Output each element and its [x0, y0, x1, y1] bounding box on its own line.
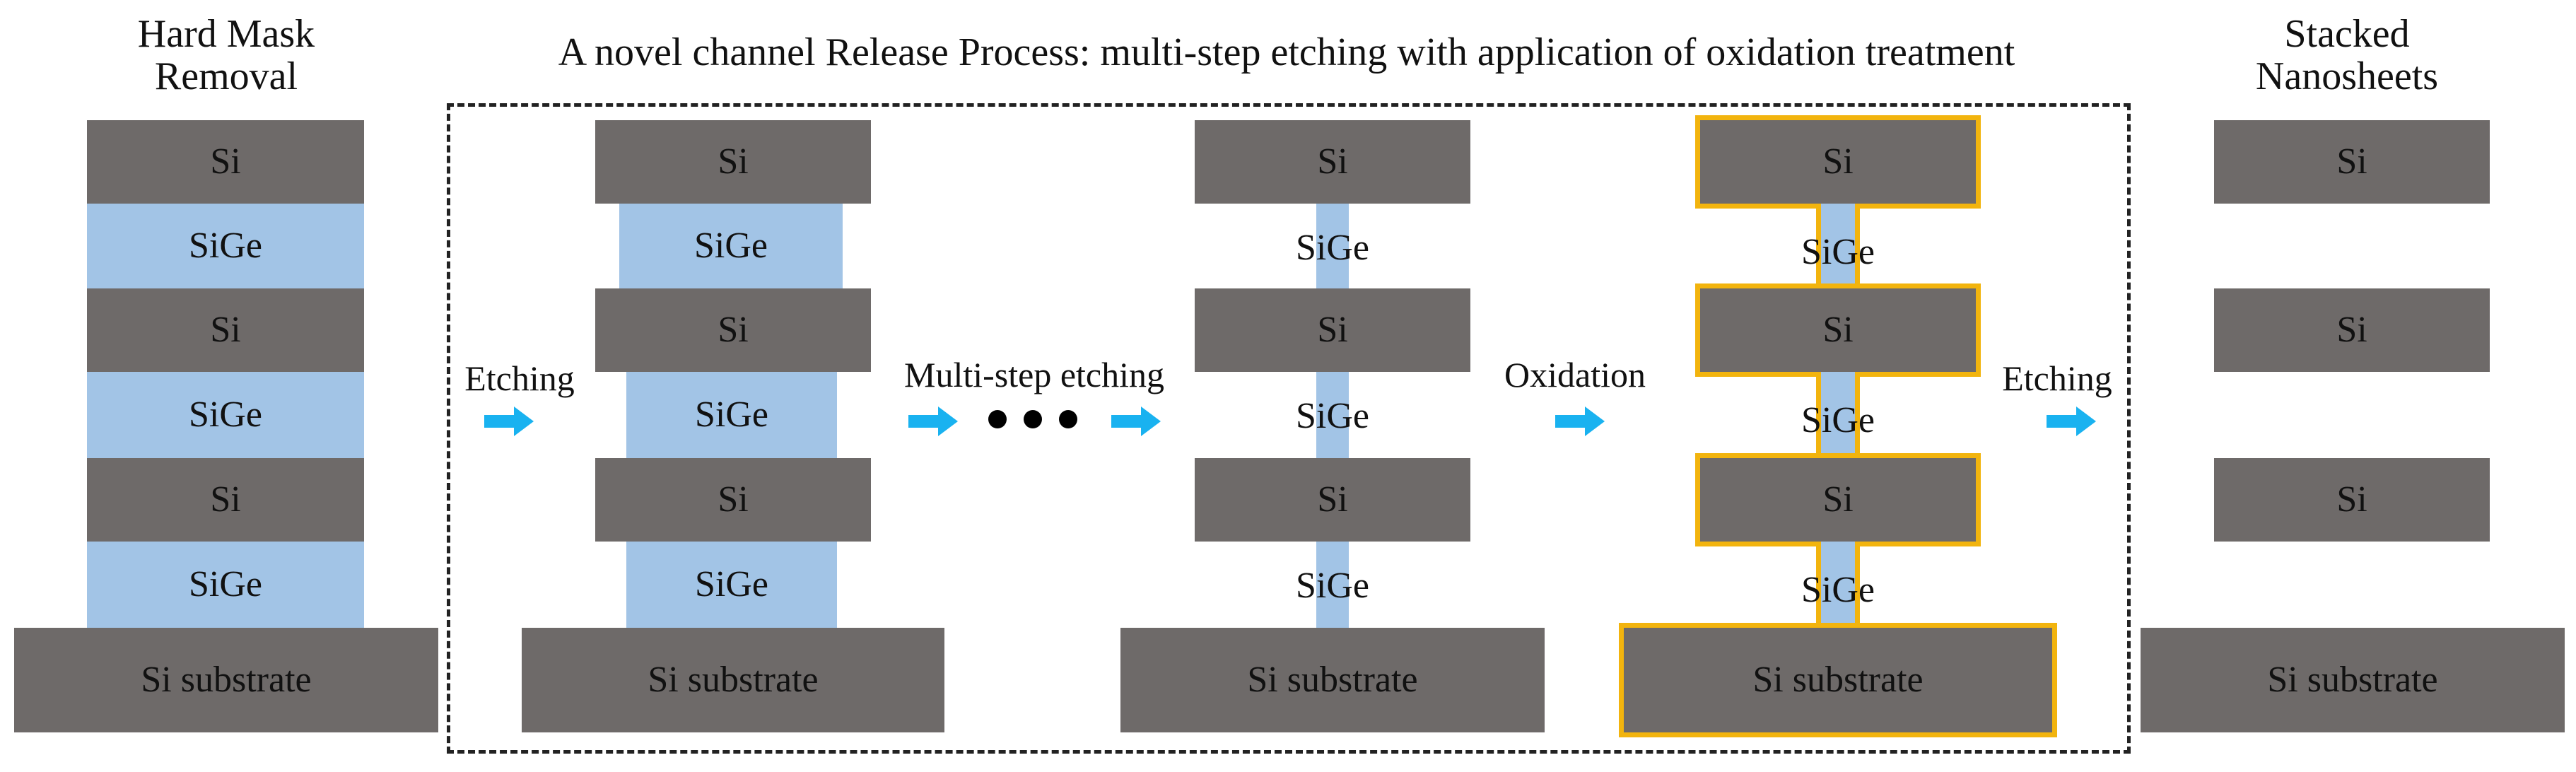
si-substrate: Si substrate [1120, 628, 1545, 732]
arrow-right-icon [1111, 407, 1161, 436]
si-layer-oxidized: Si [1695, 115, 1981, 209]
si-layer: Si [595, 120, 871, 204]
si-layer-oxidized: Si [1695, 283, 1981, 377]
si-layer-oxidized: Si [1695, 453, 1981, 546]
hard-mask-title-line2: Removal [154, 54, 298, 99]
sige-pillar-oxidized [1816, 204, 1860, 293]
sige-layer: SiGe [87, 204, 364, 288]
si-layer: Si [1195, 120, 1470, 204]
sige-label: SiGe [1801, 400, 1875, 440]
ellipsis-dot-icon [1059, 410, 1077, 428]
sige-pillar [1316, 204, 1349, 288]
sige-pillar-oxidized [1816, 542, 1860, 633]
si-nanosheet: Si [2214, 458, 2490, 542]
sige-layer: SiGe [619, 204, 843, 288]
main-process-title: A novel channel Release Process: multi-s… [558, 30, 2015, 74]
hard-mask-title-line1: Hard Mask [137, 12, 315, 56]
si-layer: Si [1195, 288, 1470, 372]
step-label-etching: Etching [464, 358, 575, 398]
ellipsis-dot-icon [1024, 410, 1042, 428]
arrow-right-icon [2047, 407, 2096, 436]
si-layer: Si [87, 458, 364, 542]
stacked-title-line1: Stacked [2284, 12, 2410, 56]
si-substrate: Si substrate [2141, 628, 2565, 732]
si-layer: Si [595, 458, 871, 542]
sige-pillar [1316, 542, 1349, 628]
process-frame [447, 103, 2131, 754]
si-substrate: Si substrate [522, 628, 944, 732]
si-layer: Si [87, 120, 364, 204]
arrow-right-icon [908, 407, 958, 436]
step-label-multistep-etching: Multi-step etching [904, 355, 1164, 394]
sige-label: SiGe [1296, 566, 1369, 606]
step-label-oxidation: Oxidation [1504, 355, 1646, 394]
sige-label: SiGe [1296, 228, 1369, 268]
sige-layer: SiGe [87, 542, 364, 628]
si-nanosheet: Si [2214, 120, 2490, 204]
arrow-right-icon [1555, 407, 1605, 436]
si-layer: Si [87, 288, 364, 372]
sige-layer: SiGe [87, 372, 364, 458]
sige-layer: SiGe [626, 542, 837, 628]
si-substrate: Si substrate [14, 628, 438, 732]
sige-label: SiGe [1801, 232, 1875, 272]
si-layer: Si [595, 288, 871, 372]
sige-pillar-oxidized [1816, 372, 1860, 463]
stacked-nanosheets-title: Stacked Nanosheets [2206, 13, 2488, 98]
sige-layer: SiGe [626, 372, 837, 458]
step-label-etching-final: Etching [2002, 358, 2112, 398]
sige-label: SiGe [1296, 396, 1369, 436]
arrow-right-icon [484, 407, 534, 436]
ellipsis-dot-icon [988, 410, 1007, 428]
stacked-title-line2: Nanosheets [2255, 54, 2439, 99]
hard-mask-removal-title: Hard Mask Removal [88, 13, 364, 98]
sige-pillar [1316, 372, 1349, 458]
si-nanosheet: Si [2214, 288, 2490, 372]
si-layer: Si [1195, 458, 1470, 542]
si-substrate-oxidized: Si substrate [1619, 623, 2057, 737]
sige-label: SiGe [1801, 570, 1875, 610]
